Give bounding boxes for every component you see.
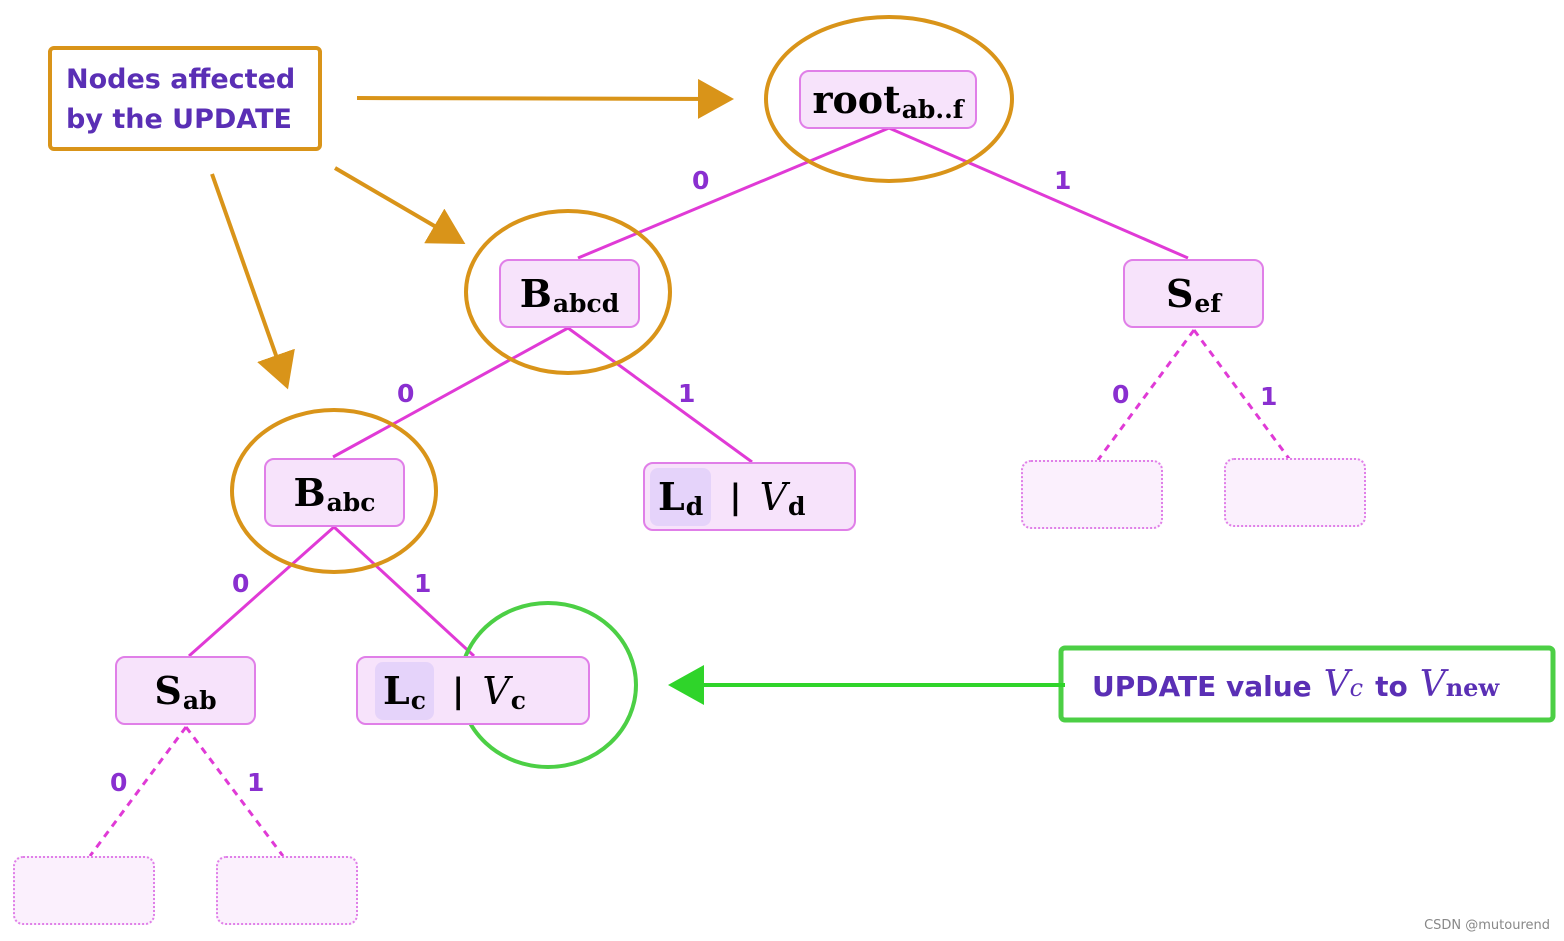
node-lc-key-sub: c <box>410 686 426 715</box>
edge-label-sab-right: 1 <box>247 768 265 797</box>
empty-node-sef-right <box>1224 458 1366 527</box>
node-babc-sub: abc <box>326 488 376 517</box>
node-ld-key-label: L <box>658 473 685 519</box>
edge-sef-empty-right <box>1192 329 1292 461</box>
affected-note-line2: by the UPDATE <box>66 104 292 135</box>
edge-sab-empty-left <box>88 726 188 857</box>
edge-label-sef-right: 1 <box>1260 382 1278 411</box>
arrow-to-babcd <box>333 166 466 245</box>
node-lc-value: V <box>482 668 510 713</box>
affected-highlight-babc <box>230 408 438 574</box>
node-sab-sub: ab <box>182 686 217 715</box>
edge-label-root-right: 1 <box>1054 166 1072 195</box>
affected-note: Nodes affected by the UPDATE <box>66 60 295 140</box>
node-babc-label: B <box>293 469 326 515</box>
empty-node-sab-right <box>216 856 358 925</box>
node-root-label: root <box>812 76 901 122</box>
edge-label-root-left: 0 <box>692 166 710 195</box>
update-note-var2: Vnew <box>1420 664 1499 705</box>
affected-note-border <box>48 46 322 151</box>
edge-root-sef <box>888 126 1189 260</box>
update-note-var2-sub: new <box>1445 673 1500 702</box>
edge-label-babcd-left: 0 <box>397 379 415 408</box>
update-note-var2-main: V <box>1419 664 1446 705</box>
update-note: UPDATE value Vc to Vnew <box>1092 664 1511 705</box>
arrow-to-root <box>356 78 734 119</box>
watermark: CSDN @mutourend <box>1424 918 1550 933</box>
node-sab-label: S <box>154 667 182 713</box>
affected-highlight-root <box>764 15 1014 183</box>
edge-babc-sab <box>188 525 335 658</box>
affected-highlight-babcd <box>464 209 672 375</box>
empty-node-sab-left <box>13 856 155 925</box>
update-note-var1-sub: c <box>1349 674 1364 702</box>
update-note-mid: to <box>1375 670 1408 703</box>
node-sef-label: S <box>1165 270 1194 316</box>
node-sef-sub: ef <box>1194 289 1222 318</box>
edge-label-sef-left: 0 <box>1112 380 1130 409</box>
arrow-to-babc <box>210 173 295 390</box>
node-lc-separator: | <box>451 670 465 711</box>
edge-label-babc-right: 1 <box>414 569 432 598</box>
node-babcd-sub: abcd <box>552 289 620 318</box>
empty-node-sef-left <box>1021 460 1163 529</box>
node-ld-value-sub: d <box>788 492 806 521</box>
edge-sef-empty-left <box>1096 329 1196 461</box>
affected-note-line1: Nodes affected <box>66 64 296 95</box>
edge-sab-empty-right <box>184 726 285 857</box>
node-ld-key-sub: d <box>685 492 704 521</box>
edge-babc-lc <box>332 525 476 658</box>
edge-babcd-babc <box>332 326 569 459</box>
edge-root-babcd <box>577 126 890 260</box>
edge-label-babcd-right: 1 <box>678 379 696 408</box>
node-babcd-label: B <box>519 270 552 316</box>
update-note-prefix: UPDATE value <box>1092 670 1312 703</box>
node-ld-separator: | <box>729 476 742 517</box>
node-ld-value: V <box>759 474 788 519</box>
update-note-var1: Vc <box>1324 664 1363 705</box>
update-note-var1-main: V <box>1323 664 1350 705</box>
edge-label-babc-left: 0 <box>232 569 250 598</box>
node-lc-key-label: L <box>383 667 410 713</box>
node-lc-value-sub: c <box>510 686 527 715</box>
node-root-sub: ab..f <box>901 95 964 124</box>
edge-babcd-ld <box>567 326 753 464</box>
edge-label-sab-left: 0 <box>110 768 128 797</box>
